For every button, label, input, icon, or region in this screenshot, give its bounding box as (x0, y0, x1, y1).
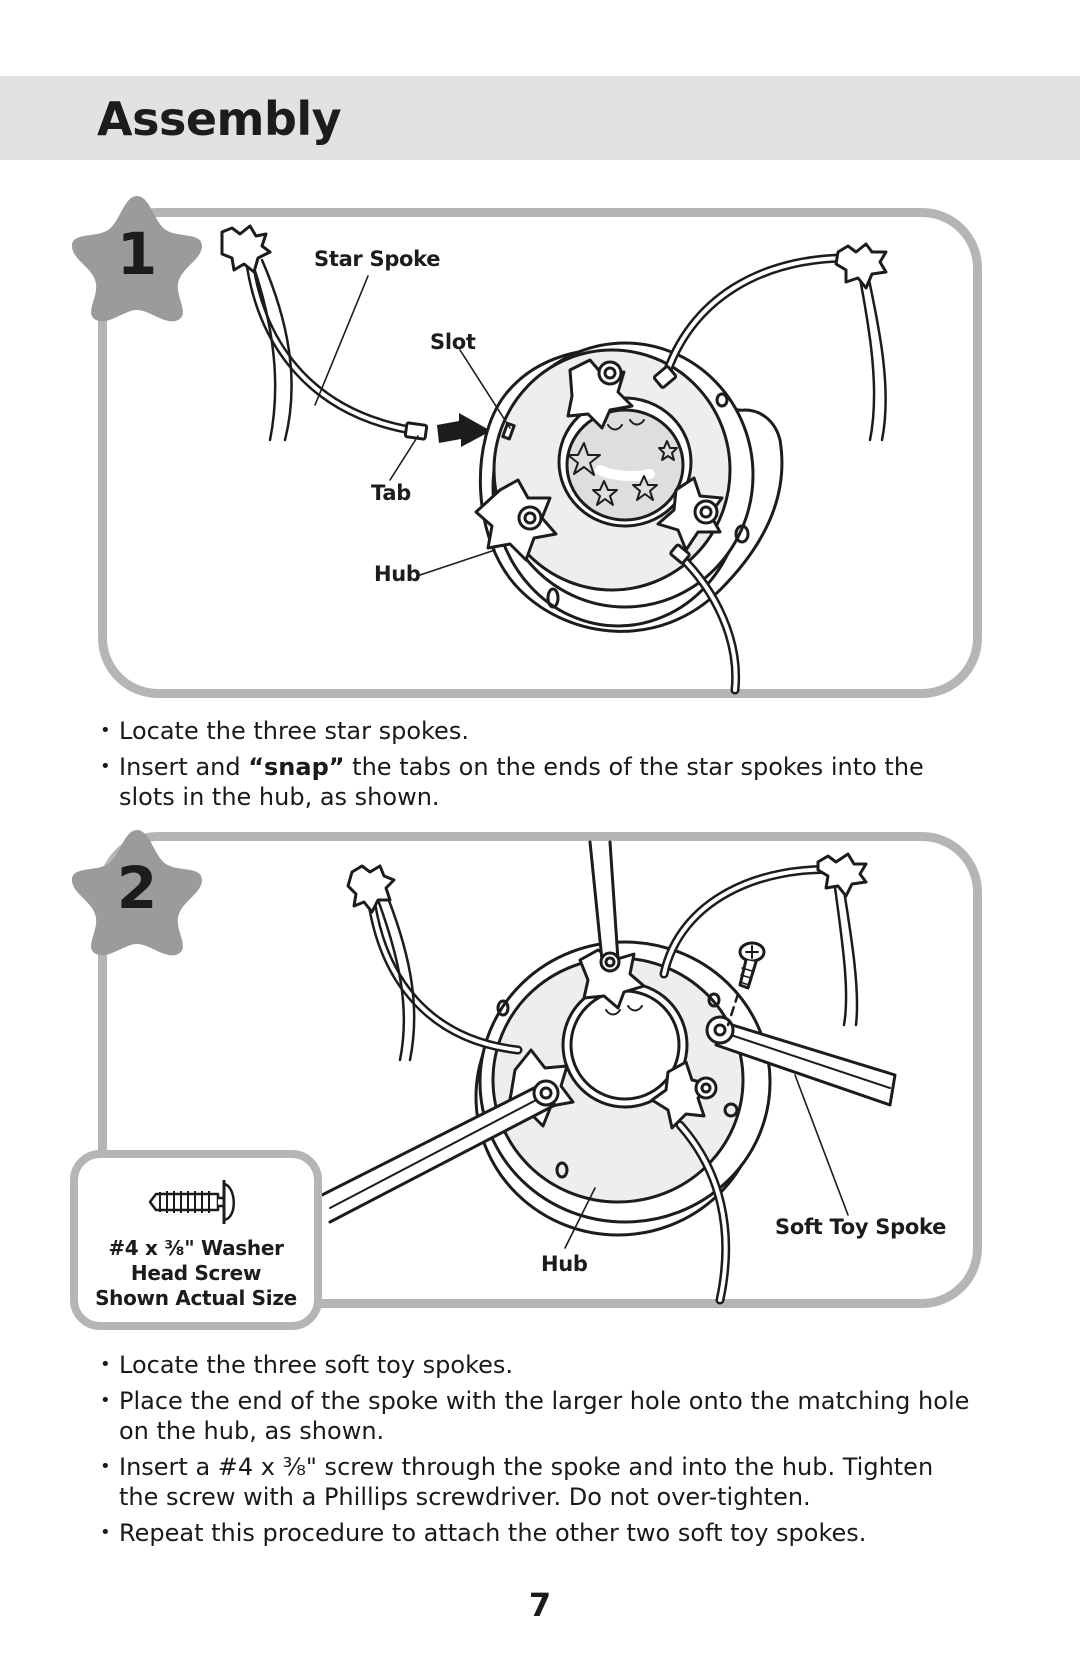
step-1-illustration (220, 224, 888, 695)
callout-slot: Slot (430, 330, 476, 354)
soft-toy-spoke-left (320, 1079, 560, 1224)
instruction-item: Locate the three soft toy spokes. (100, 1350, 980, 1380)
star-spoke-right-2 (659, 852, 868, 1027)
step-1-badge: 1 (70, 192, 204, 326)
screw-caption-line: Shown Actual Size (95, 1286, 297, 1310)
screw-size-box: #4 x ³⁄₈" Washer Head Screw Shown Actual… (70, 1150, 322, 1330)
star-spoke-bottom (669, 543, 741, 695)
header-band (0, 76, 1080, 160)
step-1-instructions: Locate the three star spokes. Insert and… (100, 716, 980, 818)
instruction-item: Insert and “snap” the tabs on the ends o… (100, 752, 980, 812)
instruction-text: Locate the three star spokes. (119, 717, 469, 745)
step-2-badge: 2 (70, 826, 204, 960)
instruction-item: Insert a #4 x ³⁄₈" screw through the spo… (100, 1452, 980, 1512)
screw-caption: #4 x ³⁄₈" Washer Head Screw Shown Actual… (78, 1236, 314, 1311)
page-number: 7 (528, 1586, 552, 1624)
instruction-text: the tabs on the ends of the star spokes … (119, 753, 924, 811)
soft-toy-spoke-top (588, 840, 621, 973)
star-spoke-bottom-2 (675, 1120, 731, 1305)
screw-caption-line: Head Screw (130, 1261, 262, 1285)
instruction-item: Place the end of the spoke with the larg… (100, 1386, 980, 1446)
star-badge-icon (72, 196, 202, 322)
star-spoke-right (652, 242, 888, 442)
instruction-emphasis: “snap” (248, 753, 345, 781)
star-spoke-left-2 (346, 864, 523, 1062)
hub-step-2 (474, 940, 772, 1237)
callout-hub-1: Hub (374, 562, 421, 586)
step-2-number: 2 (116, 854, 158, 922)
callout-hub-2: Hub (541, 1252, 588, 1276)
step-1-number: 1 (116, 220, 158, 288)
callout-tab: Tab (371, 481, 411, 505)
page-title: Assembly (97, 92, 342, 146)
instruction-text: Insert and (119, 753, 249, 781)
washer-head-screw-icon (148, 1180, 235, 1224)
screw-caption-line: #4 x ³⁄₈" Washer (108, 1236, 284, 1260)
step-1-panel (98, 208, 982, 698)
callout-soft-toy-spoke: Soft Toy Spoke (775, 1215, 947, 1239)
instruction-item: Repeat this procedure to attach the othe… (100, 1518, 980, 1548)
star-badge-icon (72, 830, 202, 956)
star-spoke-left (220, 224, 429, 442)
callout-star-spoke: Star Spoke (314, 247, 441, 271)
instruction-item: Locate the three star spokes. (100, 716, 980, 746)
step-2-instructions: Locate the three soft toy spokes. Place … (100, 1350, 980, 1554)
screw-icon (726, 941, 766, 1027)
insert-arrow-icon (437, 413, 491, 447)
soft-toy-spoke-right (705, 1015, 897, 1107)
